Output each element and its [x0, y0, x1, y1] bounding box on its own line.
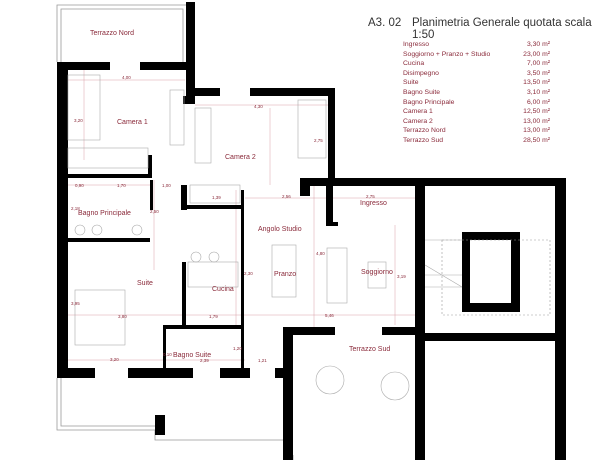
dim-label: 2,39	[200, 358, 209, 363]
room-label-soggiorno: Soggiorno	[361, 269, 393, 276]
legend-area: 23,00 m²	[523, 50, 550, 58]
room-label-bagno-suite: Bagno Suite	[173, 352, 211, 359]
legend-area: 12,50 m²	[523, 108, 550, 116]
dimension-lines	[68, 70, 415, 361]
dim-label: 4,30	[254, 104, 263, 109]
dim-label: 0,90	[75, 183, 84, 188]
legend-area: 13,50 m²	[523, 79, 550, 87]
legend-room: Camera 2	[403, 117, 433, 125]
sheet-code: A3. 02	[368, 17, 402, 29]
legend-area: 28,50 m²	[523, 136, 550, 144]
room-label-ingresso: Ingresso	[360, 200, 387, 207]
legend-room: Terrazzo Sud	[403, 136, 444, 144]
legend-row: Disimpegno 3,50 m²	[403, 69, 550, 79]
room-label-angolo-studio: Angolo Studio	[258, 226, 302, 233]
legend-row: Suite 13,50 m²	[403, 78, 550, 88]
walls	[57, 2, 566, 460]
legend-row: Bagno Suite 3,10 m²	[403, 88, 550, 98]
legend-area: 13,00 m²	[523, 117, 550, 125]
legend-room: Cucina	[403, 60, 425, 68]
dim-label: 3,95	[71, 301, 80, 306]
legend-row: Camera 1 12,50 m²	[403, 107, 550, 117]
legend-area: 3,30 m²	[526, 41, 550, 48]
dim-label: 4,00	[122, 75, 131, 80]
legend-row: Bagno Principale 6,00 m²	[403, 98, 550, 108]
room-label-camera-1: Camera 1	[117, 119, 148, 126]
dim-label: 3,20	[110, 357, 119, 362]
dim-label: 2,75	[366, 194, 375, 199]
legend-room: Bagno Principale	[403, 98, 455, 106]
legend-area: 6,00 m²	[526, 98, 550, 106]
terrazzo-sud-outline	[56, 378, 294, 460]
dim-label: 0,10	[163, 352, 172, 357]
legend-area: 3,50 m²	[526, 69, 550, 77]
legend-room: Camera 1	[403, 108, 433, 116]
dim-label: 1,39	[212, 195, 221, 200]
dim-label: 3,19	[397, 274, 406, 279]
legend-room: Bagno Suite	[403, 88, 441, 96]
dim-label: 4,80	[316, 251, 325, 256]
dim-label: 1,00	[162, 183, 171, 188]
room-label-camera-2: Camera 2	[225, 154, 256, 161]
dim-label: 1,70	[117, 183, 126, 188]
dim-label: 3,20	[74, 118, 83, 123]
room-label-bagno-principale: Bagno Principale	[78, 210, 131, 217]
dim-label: 5,46	[325, 313, 334, 318]
legend-row: Soggiorno + Pranzo + Studio 23,00 m²	[403, 50, 550, 60]
furniture	[67, 74, 410, 401]
room-label-cucina: Cucina	[212, 286, 234, 293]
dim-label: 2,75	[314, 138, 323, 143]
legend-room: Soggiorno + Pranzo + Studio	[403, 50, 491, 58]
legend-area: 3,10 m²	[526, 88, 550, 96]
legend-row: Cucina 7,00 m²	[403, 59, 550, 69]
dim-label: 2,30	[244, 271, 253, 276]
room-label-pranzo: Pranzo	[274, 271, 296, 278]
legend-row: Ingresso 3,30 m²	[403, 40, 550, 50]
dim-label: 1,79	[209, 314, 218, 319]
dim-label: 1,20	[233, 346, 242, 351]
sheet-title: Planimetria Generale quotata scala 1:50	[412, 17, 592, 41]
legend-room: Disimpegno	[403, 69, 439, 77]
room-label-suite: Suite	[137, 280, 153, 287]
stairwell	[424, 232, 551, 316]
room-label-terrazzo-nord: Terrazzo Nord	[90, 30, 134, 37]
dim-label: 2,56	[282, 194, 291, 199]
legend-room: Ingresso	[403, 41, 430, 48]
dim-label: 2,50	[150, 209, 159, 214]
dim-label: 2,18	[71, 206, 80, 211]
legend-area: 7,00 m²	[526, 60, 550, 68]
area-legend: Ingresso 3,30 m² Soggiorno + Pranzo + Stud…	[403, 40, 550, 146]
dim-label: 1,21	[258, 358, 267, 363]
legend-row: Terrazzo Sud 28,50 m²	[403, 136, 550, 146]
room-label-terrazzo-sud: Terrazzo Sud	[349, 346, 390, 353]
legend-room: Suite	[403, 79, 419, 87]
dim-label: 3,80	[118, 314, 127, 319]
legend-area: 13,00 m²	[523, 127, 550, 135]
legend-row: Camera 2 13,00 m²	[403, 117, 550, 127]
legend-row: Terrazzo Nord 13,00 m²	[403, 126, 550, 136]
legend-room: Terrazzo Nord	[403, 127, 446, 135]
